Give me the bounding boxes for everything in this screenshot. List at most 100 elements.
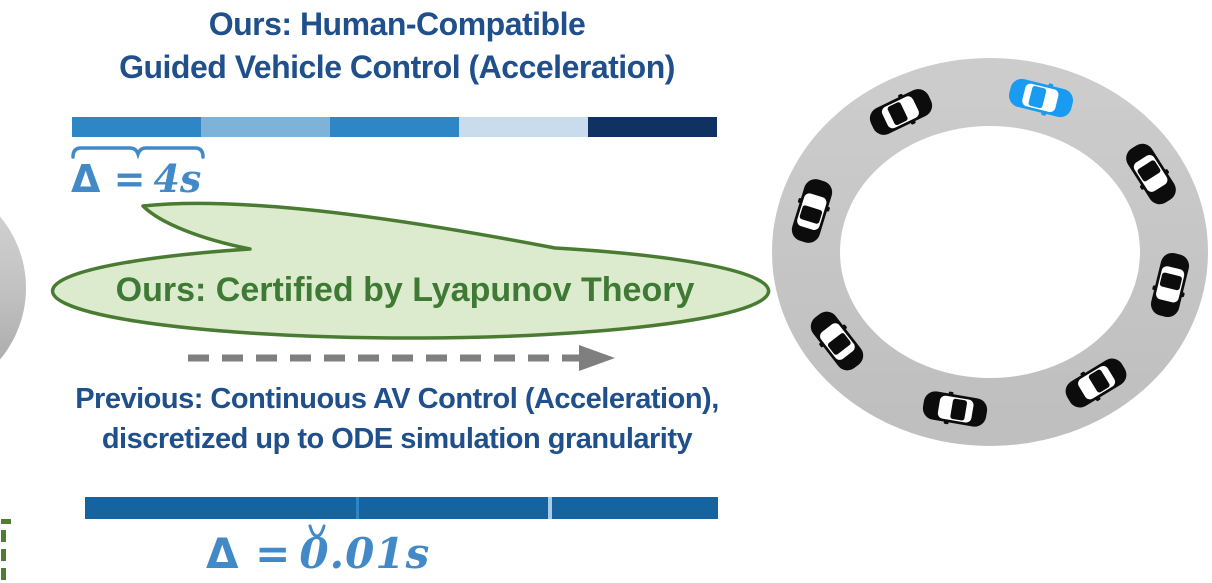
timeline-segment xyxy=(588,117,717,137)
timeline-stripe xyxy=(598,497,604,519)
timeline-stripe xyxy=(578,497,580,519)
timeline-stripe xyxy=(548,497,552,519)
timeline-stripe xyxy=(384,497,391,519)
timeline-stripe xyxy=(115,497,117,519)
previous-title-line2: discretized up to ODE simulation granula… xyxy=(101,423,693,455)
timeline-stripe xyxy=(617,497,625,519)
timeline-stripe xyxy=(686,497,694,519)
timeline-stripe xyxy=(294,497,300,519)
timeline-stripe xyxy=(671,497,673,519)
timeline-stripe xyxy=(187,497,193,519)
timeline-segment xyxy=(330,117,459,137)
delta-4s-value: 4s xyxy=(153,156,202,201)
timeline-stripe xyxy=(431,497,439,519)
timeline-stripe xyxy=(167,497,169,519)
timeline-stripe xyxy=(443,497,446,519)
timeline-stripe xyxy=(562,497,566,519)
timeline-stripe xyxy=(391,497,397,519)
timeline-stripe xyxy=(609,497,615,519)
timeline-stripe xyxy=(318,497,326,519)
timeline-stripe xyxy=(700,497,707,519)
timeline-stripe xyxy=(615,497,617,519)
timeline-stripe xyxy=(512,497,516,519)
timeline-stripe xyxy=(484,497,491,519)
timeline-stripe xyxy=(350,497,352,519)
timeline-stripe xyxy=(539,497,543,519)
timeline-stripe xyxy=(375,497,377,519)
timeline-stripe xyxy=(352,497,356,519)
ours-title-line2: Guided Vehicle Control (Acceleration) xyxy=(119,49,675,85)
timeline-stripe xyxy=(270,497,272,519)
timeline-stripe xyxy=(665,497,668,519)
timeline-stripe xyxy=(595,497,598,519)
timeline-stripe xyxy=(136,497,144,519)
timeline-stripe xyxy=(356,497,359,519)
timeline-stripe xyxy=(516,497,522,519)
timeline-stripe xyxy=(625,497,632,519)
timeline-stripe xyxy=(169,497,173,519)
timeline-stripe xyxy=(418,497,420,519)
cropped-dashed-border-corner xyxy=(1,519,11,524)
ours-acceleration-timeline-bar xyxy=(72,117,717,137)
timeline-stripe xyxy=(370,497,372,519)
timeline-stripe xyxy=(256,497,258,519)
delta-0.01s-value: 0.01s xyxy=(299,529,431,578)
timeline-stripe xyxy=(193,497,200,519)
timeline-stripe xyxy=(642,497,645,519)
timeline-stripe xyxy=(152,497,157,519)
timeline-stripe xyxy=(491,497,497,519)
timeline-stripe xyxy=(441,497,443,519)
timeline-stripe xyxy=(640,497,642,519)
timeline-stripe xyxy=(300,497,308,519)
timeline-stripe xyxy=(552,497,556,519)
timeline-stripe xyxy=(372,497,375,519)
previous-acceleration-timeline-bar xyxy=(85,497,718,519)
timeline-stripe xyxy=(367,497,370,519)
timeline-stripe xyxy=(333,497,335,519)
timeline-stripe xyxy=(280,497,287,519)
timeline-stripe xyxy=(400,497,402,519)
timeline-stripe xyxy=(645,497,651,519)
timeline-stripe xyxy=(537,497,539,519)
timeline-stripe xyxy=(402,497,410,519)
ring-road-scene xyxy=(760,0,1212,583)
lyapunov-callout-bubble xyxy=(50,201,771,340)
tiny-interval-marker-icon xyxy=(308,524,326,538)
timeline-stripe xyxy=(97,497,101,519)
ring-road xyxy=(772,58,1208,446)
timeline-stripe xyxy=(105,497,108,519)
timeline-stripe xyxy=(529,497,537,519)
timeline-stripe xyxy=(272,497,278,519)
timeline-stripe xyxy=(92,497,97,519)
timeline-stripe xyxy=(585,497,592,519)
timeline-stripe xyxy=(556,497,562,519)
timeline-stripe xyxy=(148,497,152,519)
timeline-stripe xyxy=(237,497,245,519)
timeline-stripe xyxy=(287,497,294,519)
timeline-stripe xyxy=(179,497,187,519)
timeline-stripe xyxy=(592,497,595,519)
lyapunov-callout-text: Ours: Certified by Lyapunov Theory xyxy=(115,271,695,309)
cropped-dashed-border xyxy=(1,530,6,583)
timeline-stripe xyxy=(420,497,422,519)
timeline-stripe xyxy=(101,497,105,519)
delta-4s-label: Δ =4s xyxy=(71,156,201,202)
timeline-stripe xyxy=(130,497,136,519)
timeline-stripe xyxy=(651,497,657,519)
timeline-stripe xyxy=(446,497,452,519)
timeline-stripe xyxy=(604,497,609,519)
timeline-stripe xyxy=(452,497,460,519)
timeline-stripe xyxy=(144,497,148,519)
timeline-stripe xyxy=(364,497,367,519)
timeline-stripe xyxy=(543,497,548,519)
timeline-stripe xyxy=(377,497,382,519)
timeline-stripe xyxy=(673,497,679,519)
timeline-segment xyxy=(201,117,330,137)
interval-brace-icon xyxy=(71,146,205,160)
timeline-stripe xyxy=(707,497,709,519)
timeline-stripe xyxy=(200,497,208,519)
timeline-segment xyxy=(72,117,201,137)
timeline-stripe xyxy=(497,497,505,519)
timeline-stripe xyxy=(157,497,163,519)
